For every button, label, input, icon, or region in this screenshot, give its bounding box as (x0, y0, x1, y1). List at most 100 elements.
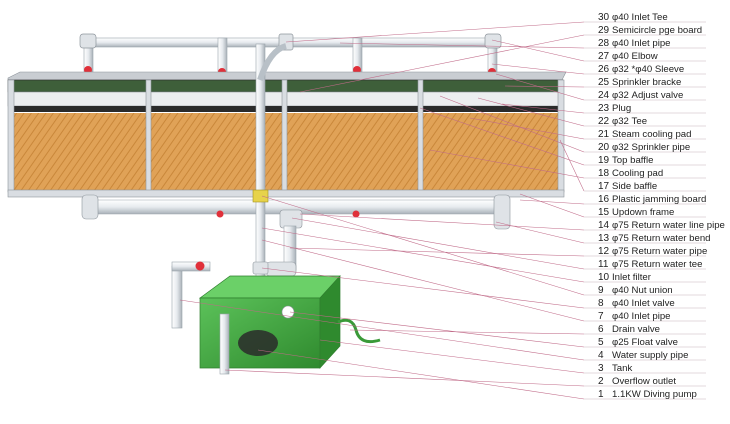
leader-line (299, 213, 585, 231)
leader-line (491, 63, 585, 75)
leader-line (319, 339, 585, 374)
part-name: φ40 Inlet pipe (612, 311, 671, 322)
part-name: Tank (612, 363, 632, 374)
leader-line (504, 85, 585, 88)
part-name: φ32 *φ40 Sleeve (612, 64, 684, 75)
part-name: Semicircle pge board (612, 25, 702, 36)
part-number: 21 (598, 129, 610, 140)
leader-line (261, 239, 585, 322)
leader-line (349, 329, 585, 335)
leader-line (291, 217, 585, 270)
leader-line (429, 149, 585, 179)
float-valve (281, 305, 295, 319)
part-name: φ40 Inlet pipe (612, 38, 671, 49)
part-name: φ40 Inlet valve (612, 298, 675, 309)
main-inlet-pipe (252, 43, 287, 317)
part-name: φ32 Adjust valve (612, 90, 683, 101)
leader-line (495, 221, 585, 244)
part-name: φ75 Return water pipe (612, 246, 707, 257)
elbow-right (484, 33, 502, 49)
part-name: Overflow outlet (612, 376, 676, 387)
leader-line (477, 97, 585, 127)
part-number: 10 (598, 272, 610, 283)
part-number: 5 (598, 337, 604, 348)
water-supply-pipe-horizontal (171, 261, 211, 272)
part-name: Plug (612, 103, 631, 114)
part-number: 26 (598, 64, 610, 75)
leader-line (261, 267, 585, 309)
leader-line (519, 199, 585, 205)
part-number: 3 (598, 363, 604, 374)
leader-line (261, 195, 585, 296)
leader-line (289, 311, 585, 348)
part-number: 13 (598, 233, 610, 244)
part-name: Side baffle (612, 181, 657, 192)
leader-line (559, 139, 585, 192)
leader-line (285, 21, 585, 43)
bottom-frame (7, 189, 565, 198)
part-number: 1 (598, 389, 604, 400)
supply-valve (195, 261, 205, 271)
part-number: 18 (598, 168, 610, 179)
red-clip-2 (352, 210, 360, 218)
frame-post-2 (145, 79, 152, 193)
cooling-pad-panel-1 (14, 113, 147, 190)
part-number: 24 (598, 90, 610, 101)
part-name: φ75 Return water bend (612, 233, 711, 244)
part-number: 16 (598, 194, 610, 205)
part-name: Water supply pipe (612, 350, 688, 361)
leader-line (495, 73, 585, 101)
overflow-outlet-pipe (219, 313, 230, 375)
part-name: Drain valve (612, 324, 660, 335)
part-number: 30 (598, 12, 610, 23)
leader-line (439, 95, 585, 153)
part-number: 28 (598, 38, 610, 49)
leader-line (289, 247, 585, 257)
part-number: 11 (598, 259, 609, 270)
inlet-valve (252, 261, 269, 275)
cooling-pad-assembly (7, 71, 567, 198)
return-water-bend-left (81, 194, 99, 220)
part-number: 22 (598, 116, 610, 127)
inlet-pipe-vertical (255, 43, 266, 317)
leader-line (224, 369, 585, 387)
part-number: 29 (598, 25, 610, 36)
part-number: 27 (598, 51, 610, 62)
leader-line (519, 193, 585, 218)
part-number: 6 (598, 324, 604, 335)
tank (198, 275, 381, 375)
leader-line (491, 39, 585, 62)
part-name: Plastic jamming board (612, 194, 706, 205)
leader-line (501, 103, 585, 114)
inlet-pipe-riser-bend (257, 43, 287, 81)
inlet-pipe-network (79, 33, 502, 85)
part-name: Cooling pad (612, 168, 663, 179)
leader-line (469, 117, 585, 140)
part-name: Updown frame (612, 207, 674, 218)
cooling-pad-panel-4 (422, 113, 560, 190)
part-name: φ25 Float valve (612, 337, 678, 348)
part-name: 1.1KW Diving pump (612, 389, 697, 400)
part-number: 15 (598, 207, 610, 218)
part-name: Steam cooling pad (612, 129, 691, 140)
drain-valve-hose (337, 318, 381, 344)
part-number: 14 (598, 220, 610, 231)
part-name: φ40 Nut union (612, 285, 673, 296)
red-clip-1 (216, 210, 224, 218)
part-number: 12 (598, 246, 610, 257)
part-name: Sprinkler bracke (612, 77, 681, 88)
leader-line (419, 107, 585, 166)
part-number: 25 (598, 77, 610, 88)
part-number: 4 (598, 350, 604, 361)
diving-pump (238, 330, 278, 356)
part-number: 9 (598, 285, 604, 296)
part-number: 8 (598, 298, 604, 309)
frame-post-1 (7, 79, 15, 193)
part-name: φ75 Return water line pipe (612, 220, 725, 231)
part-number: 23 (598, 103, 610, 114)
part-name: Inlet filter (612, 272, 652, 283)
elbow-left (79, 33, 97, 49)
